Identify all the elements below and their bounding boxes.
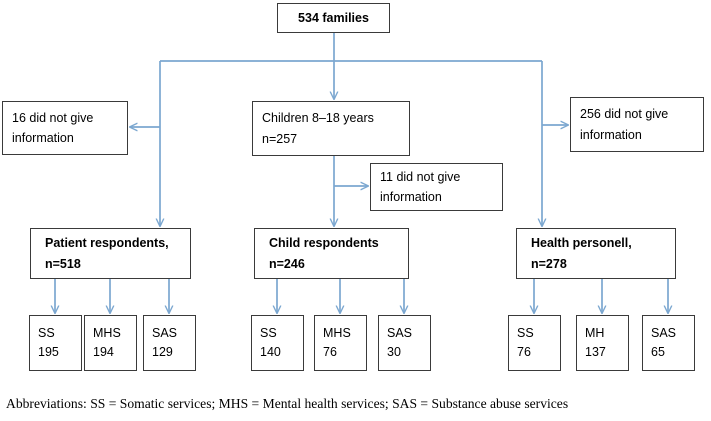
node-children-line2: n=257 [262,131,298,146]
node-leaf-patient-mhs-code: MHS [93,325,121,340]
node-leaf-patient-sas-value: 129 [152,345,173,359]
node-exclusion-left-line1: 16 did not give [12,110,94,125]
node-leaf-patient-sas-code: SAS [152,325,178,340]
node-exclusion-right-line1: 256 did not give [580,107,669,122]
node-group-patient-line1: Patient respondents, [45,235,169,250]
node-group-child-respondents: Child respondents n=246 [254,228,409,279]
node-group-child-line1: Child respondents [269,235,379,250]
node-leaf-child-ss-value: 140 [260,345,281,359]
node-leaf-child-sas-value: 30 [387,345,401,359]
node-leaf-child-ss: SS 140 [251,315,304,371]
node-group-child-line2: n=246 [269,256,305,271]
node-exclusion-middle: 11 did not give information [370,163,503,211]
node-leaf-patient-mhs-value: 194 [93,345,114,359]
node-leaf-child-mhs-code: MHS [323,325,351,340]
node-leaf-patient-ss-code: SS [38,325,55,340]
node-exclusion-right: 256 did not give information [570,97,704,152]
node-exclusion-middle-line2: information [380,190,442,204]
node-leaf-patient-ss: SS 195 [29,315,82,371]
node-group-health-personell: Health personell, n=278 [516,228,676,279]
node-group-patient-respondents: Patient respondents, n=518 [30,228,191,279]
node-leaf-child-ss-code: SS [260,325,277,340]
node-children-8-18: Children 8–18 years n=257 [252,101,410,156]
node-root-families: 534 families [277,3,390,33]
node-root-label: 534 families [298,11,369,25]
node-leaf-health-mh-value: 137 [585,345,606,359]
node-leaf-patient-sas: SAS 129 [143,315,196,371]
node-leaf-child-sas: SAS 30 [378,315,431,371]
node-leaf-child-mhs-value: 76 [323,345,337,359]
node-leaf-health-sas: SAS 65 [642,315,695,371]
node-leaf-child-sas-code: SAS [387,325,413,340]
node-leaf-health-ss-value: 76 [517,345,531,359]
node-leaf-health-sas-code: SAS [651,325,677,340]
node-exclusion-right-line2: information [580,127,642,142]
node-exclusion-middle-line1: 11 did not give [380,169,461,184]
node-group-patient-line2: n=518 [45,256,81,271]
node-exclusion-left: 16 did not give information [2,101,128,155]
node-group-health-line1: Health personell, [531,235,632,250]
node-leaf-patient-ss-value: 195 [38,345,59,359]
node-leaf-health-ss-code: SS [517,325,534,340]
node-group-health-line2: n=278 [531,256,567,271]
node-leaf-patient-mhs: MHS 194 [84,315,137,371]
node-leaf-health-ss: SS 76 [508,315,561,371]
node-leaf-health-mh: MH 137 [576,315,629,371]
node-children-line1: Children 8–18 years [262,111,374,126]
node-exclusion-left-line2: information [12,131,74,145]
abbreviations-footnote: Abbreviations: SS = Somatic services; MH… [6,396,569,411]
node-leaf-child-mhs: MHS 76 [314,315,367,371]
node-leaf-health-mh-code: MH [585,325,605,340]
node-leaf-health-sas-value: 65 [651,345,665,359]
